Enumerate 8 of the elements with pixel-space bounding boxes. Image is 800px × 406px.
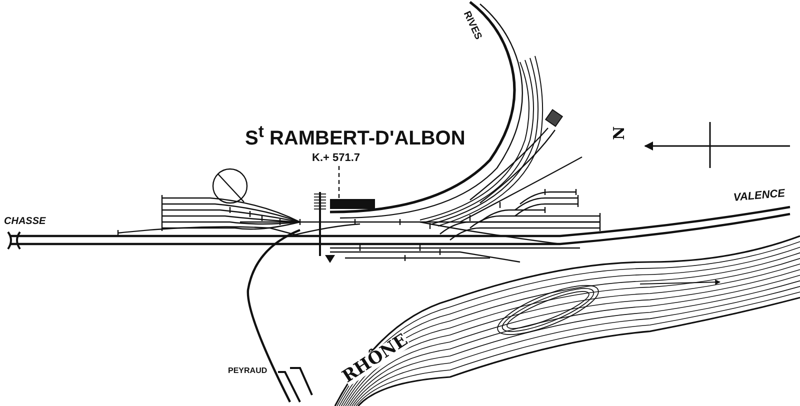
line-destination-label: CHASSE (4, 217, 46, 227)
station-name: S$^{t}$ RAMBERT-D'ALBON (245, 124, 466, 149)
line-destination-label: PEYRAUD (228, 367, 268, 375)
compass-letter: N (612, 126, 627, 140)
line-destination-label: VALENCE (733, 188, 786, 204)
station-building (330, 199, 375, 209)
kilometre-marker-label: K.+ 571.7 (312, 153, 360, 164)
leader-line (338, 166, 340, 199)
